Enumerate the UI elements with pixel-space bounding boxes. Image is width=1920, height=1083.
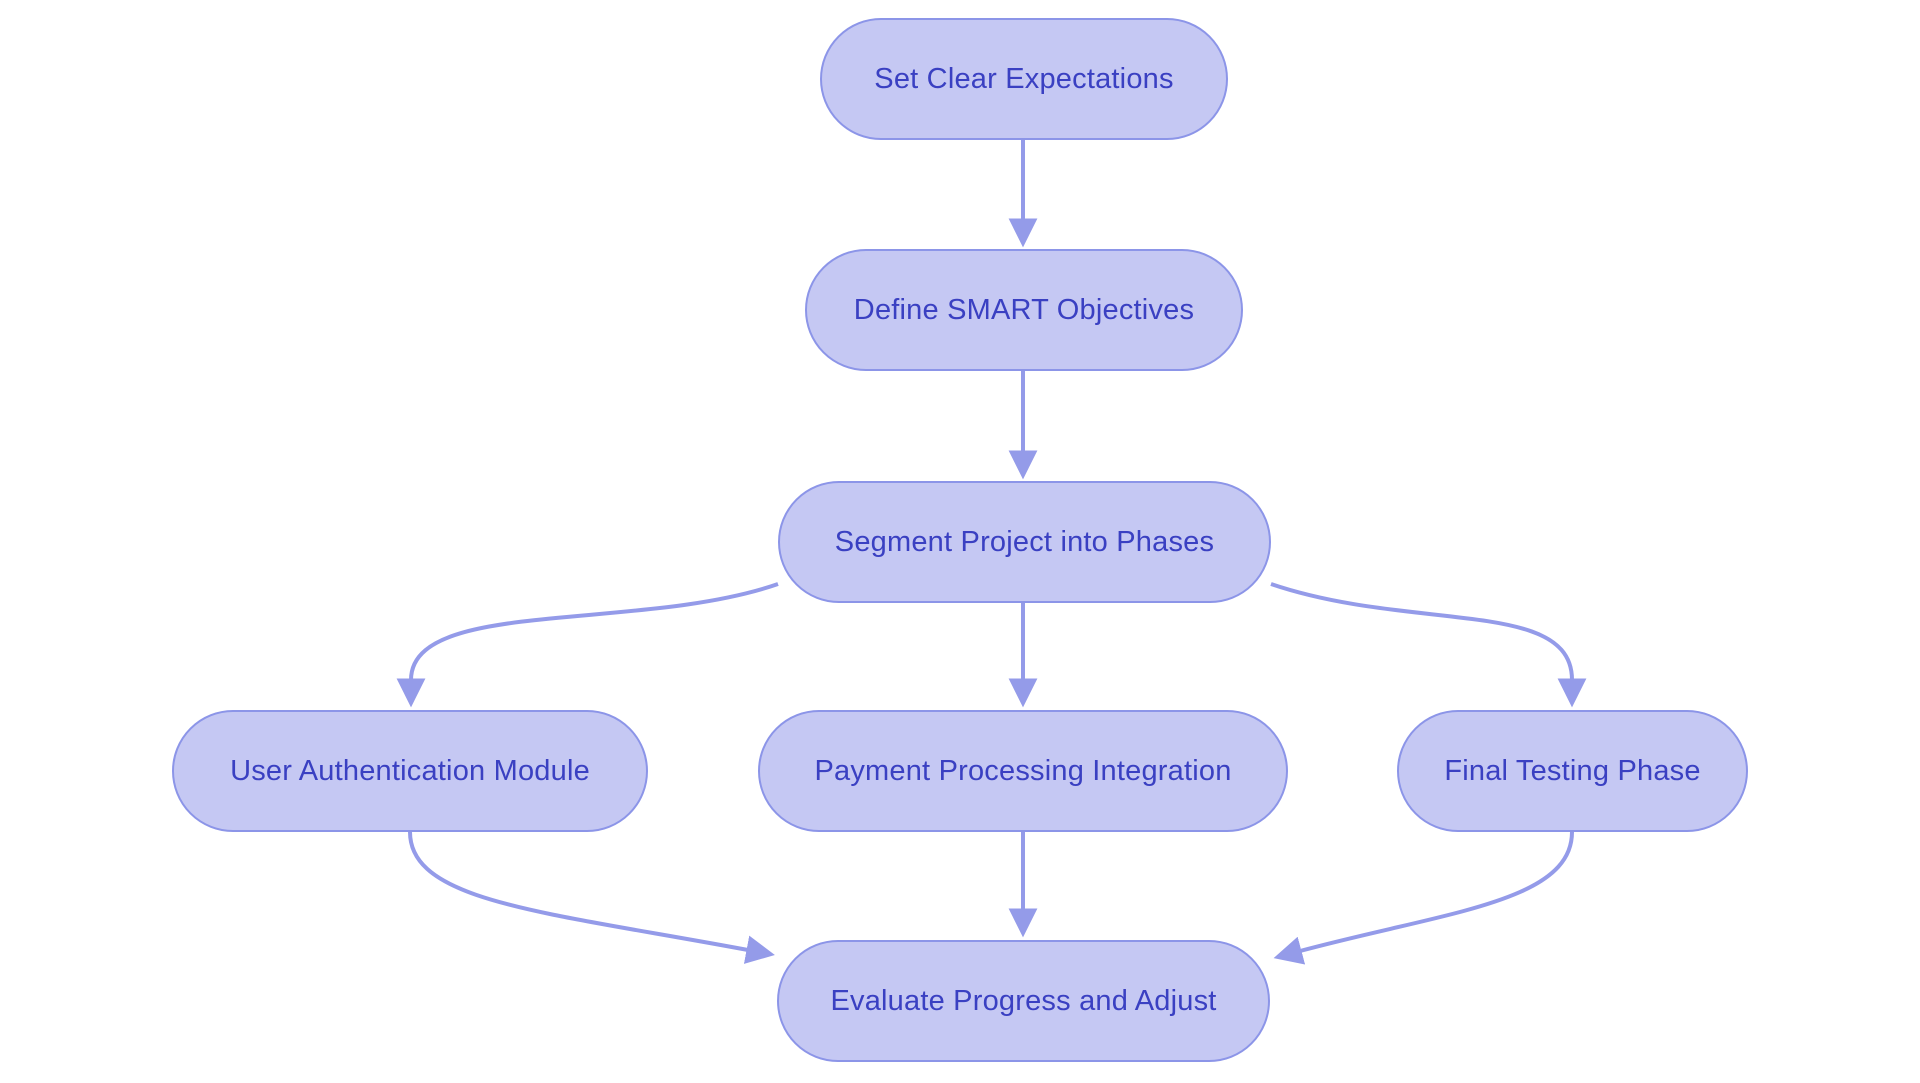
node-set-clear-expectations-label: Set Clear Expectations xyxy=(874,62,1174,95)
edge-segment-phases-to-final-testing xyxy=(1270,582,1587,708)
node-payment-processing-integration-label: Payment Processing Integration xyxy=(814,754,1232,787)
edge-segment-phases-to-user-authentication xyxy=(396,582,779,708)
node-user-authentication-module-label: User Authentication Module xyxy=(230,754,590,787)
node-evaluate-progress-and-adjust-label: Evaluate Progress and Adjust xyxy=(830,984,1217,1017)
node-define-smart-objectives-label: Define SMART Objectives xyxy=(853,293,1195,326)
node-evaluate-progress-and-adjust: Evaluate Progress and Adjust xyxy=(777,940,1270,1062)
node-payment-processing-integration: Payment Processing Integration xyxy=(758,710,1288,832)
edge-user-authentication-to-evaluate-progress xyxy=(408,831,775,964)
node-set-clear-expectations: Set Clear Expectations xyxy=(820,18,1228,140)
node-final-testing-phase: Final Testing Phase xyxy=(1397,710,1748,832)
edge-final-testing-to-evaluate-progress xyxy=(1273,831,1574,965)
node-segment-project-into-phases-label: Segment Project into Phases xyxy=(834,525,1215,558)
node-segment-project-into-phases: Segment Project into Phases xyxy=(778,481,1271,603)
node-user-authentication-module: User Authentication Module xyxy=(172,710,648,832)
node-final-testing-phase-label: Final Testing Phase xyxy=(1444,754,1701,787)
node-define-smart-objectives: Define SMART Objectives xyxy=(805,249,1243,371)
